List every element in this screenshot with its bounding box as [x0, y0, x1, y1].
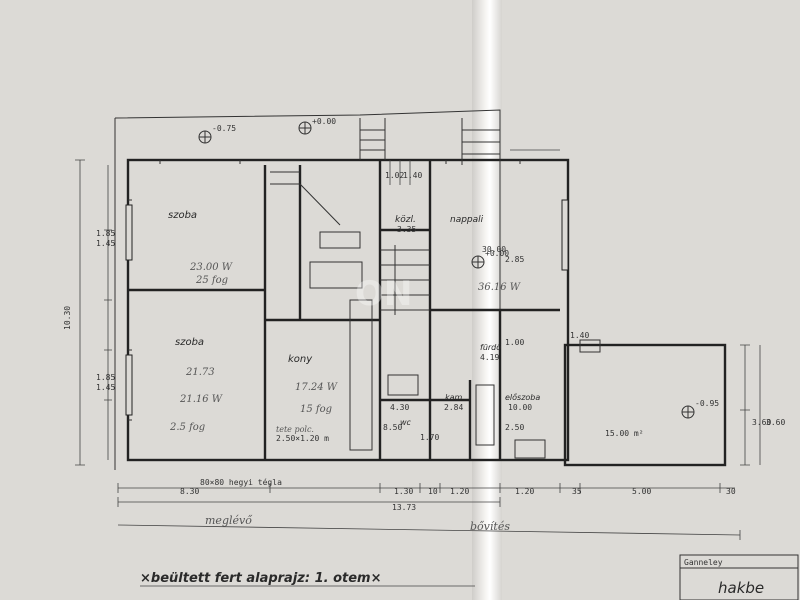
- room-szoba-1-note: 25 fog: [195, 275, 228, 286]
- watermark-logo: ON: [355, 274, 412, 314]
- room-wc: wc: [400, 418, 412, 427]
- room-nappali-area: 30.00: [482, 245, 506, 254]
- tete-polc-size: 2.50×1.20 m: [276, 434, 329, 443]
- room-nappali-note: 36.16 W: [478, 282, 521, 293]
- dim-left-a: 1.85: [96, 229, 115, 238]
- dim-bottom-a: 8.30: [180, 487, 199, 496]
- dim-bottom-d: 10: [428, 487, 438, 496]
- dim-right-a: 3.60: [752, 418, 771, 427]
- room-szoba-2-area: 21.73: [185, 367, 215, 378]
- room-furdo-area: 4.19: [480, 353, 499, 362]
- room-kony-note: 15 fog: [300, 404, 332, 415]
- interior-walls: [128, 160, 560, 460]
- staircase-middle: [270, 159, 430, 315]
- room-szoba-1-area: 23.00 W: [189, 262, 233, 273]
- room-nappali: nappali: [450, 215, 484, 225]
- fixtures: [309, 231, 601, 459]
- dim-bottom-f: 1.20: [515, 487, 534, 496]
- room-szoba-2-extra: 2.5 fog: [169, 422, 205, 433]
- dim-mid-d: 8.50: [383, 423, 402, 432]
- udvar-size: 4.30: [390, 403, 409, 412]
- title-block-header: Ganneley: [684, 558, 723, 567]
- room-kozl-area: 3.35: [397, 225, 416, 234]
- dim-mid-a: 2.85: [505, 255, 524, 264]
- level-marker-3: +0.00: [485, 249, 509, 258]
- dim-bottom-g: 35: [572, 487, 582, 496]
- level-marker-2: +0.00: [312, 117, 336, 126]
- level-marker-1: -0.75: [212, 124, 236, 133]
- dim-top-b: 1.40: [403, 171, 422, 180]
- plan-title: ×beültett fert alaprajz: 1. otem×: [140, 571, 381, 586]
- room-szoba-1: szoba: [168, 210, 197, 221]
- tete-polc: tete polc.: [276, 425, 314, 434]
- exterior-wall: [126, 158, 570, 462]
- dim-bottom-b: 80×80 hegyi tégla: [200, 477, 282, 487]
- dim-bottom-total: 13.73: [392, 503, 416, 512]
- paper-fold: [472, 0, 502, 600]
- dim-bottom-h: 5.00: [632, 487, 651, 496]
- dim-mid-b: 1.40: [570, 331, 589, 340]
- room-eloszoba-area: 10.00: [508, 403, 532, 412]
- room-kozl: közl.: [395, 215, 416, 225]
- dim-top-a: 1.02: [385, 171, 404, 180]
- level-markers: [198, 121, 695, 419]
- dim-left-d: 1.45: [96, 383, 115, 392]
- room-szoba-2: szoba: [175, 337, 204, 348]
- dimension-lines: [75, 149, 761, 540]
- label-existing: meglévő: [205, 514, 253, 527]
- dim-bottom-c: 1.30: [394, 487, 413, 496]
- room-kam: kam: [445, 393, 463, 402]
- room-terasz-area: 15.00 m²: [605, 429, 644, 438]
- dim-mid-e: 2.50: [505, 423, 524, 432]
- room-wc-area: 1.70: [420, 433, 439, 442]
- title-block-name: hakbe: [718, 579, 764, 597]
- room-kony: kony: [288, 354, 313, 365]
- dim-left-total: 10.30: [63, 306, 72, 330]
- dim-bottom-i: 30: [726, 487, 736, 496]
- room-szoba-2-note: 21.16 W: [179, 394, 223, 405]
- dim-mid-c: 1.00: [505, 338, 524, 347]
- staircase-top: [359, 118, 501, 165]
- room-kony-area: 17.24 W: [295, 382, 338, 393]
- windows: [125, 160, 569, 421]
- room-eloszoba: előszoba: [505, 393, 540, 402]
- dim-left-c: 1.85: [96, 373, 115, 382]
- label-extension: bővítés: [470, 520, 510, 533]
- terrace-wall: [563, 343, 727, 467]
- room-furdo: fürdő: [480, 343, 501, 352]
- room-kam-area: 2.84: [444, 403, 463, 412]
- dim-left-b: 1.45: [96, 239, 115, 248]
- dim-right-b: 3.60: [766, 418, 785, 427]
- level-marker-4: -0.95: [695, 399, 719, 408]
- dim-bottom-e: 1.20: [450, 487, 469, 496]
- title-block: [679, 554, 799, 600]
